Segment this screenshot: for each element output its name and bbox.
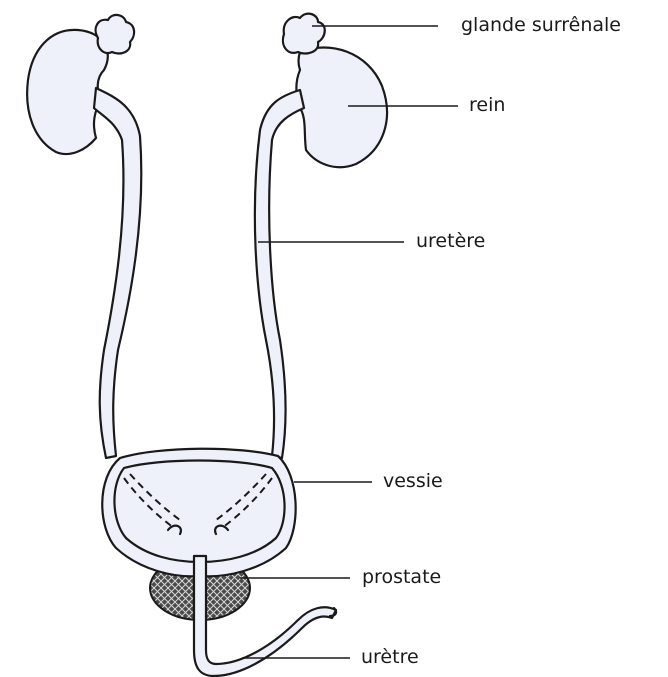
label-adrenal-gland: glande surrênale: [461, 16, 621, 35]
right-kidney: [296, 47, 387, 167]
right-ureter: [255, 90, 304, 458]
bladder-inner-cavity: [114, 461, 284, 563]
right-adrenal-gland: [283, 14, 325, 54]
label-kidney: rein: [469, 96, 505, 115]
label-ureter: uretère: [416, 232, 485, 251]
label-prostate: prostate: [362, 568, 441, 587]
left-ureter: [94, 88, 141, 458]
label-urethra: urètre: [361, 648, 419, 667]
left-adrenal-gland: [96, 15, 134, 54]
label-bladder: vessie: [383, 472, 443, 491]
